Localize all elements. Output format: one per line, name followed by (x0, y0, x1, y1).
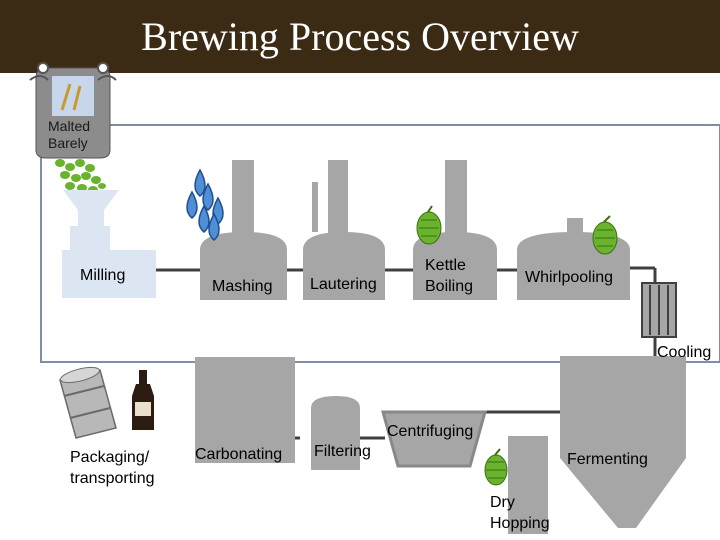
sack-icon (29, 62, 117, 159)
step-carbonating: Carbonating (195, 446, 283, 463)
heat-exchanger (641, 282, 677, 338)
malted-barley-label-line2: Barely (48, 135, 88, 151)
step-dry-hopping-line1: Dry (490, 494, 515, 511)
filter-vessel (311, 396, 360, 470)
dry-hopping-vessel (508, 436, 548, 534)
mash-tun (200, 160, 287, 300)
mill-hopper (63, 190, 119, 250)
step-lautering: Lautering (310, 276, 377, 293)
malted-barley-label-line1: Malted (48, 118, 91, 134)
step-dry-hopping-line2: Hopping (490, 515, 550, 532)
title-bar (0, 0, 720, 73)
wort-production-frame (40, 124, 720, 363)
hops-icon (592, 215, 618, 255)
bottle-icon (132, 370, 154, 430)
lauter-tun (303, 160, 385, 300)
grain-pellets-icon (55, 159, 106, 194)
step-milling: Milling (80, 267, 126, 284)
step-whirlpooling: Whirlpooling (525, 269, 614, 286)
keg-icon (59, 366, 117, 439)
mill-panel (62, 250, 156, 298)
page-title: Brewing Process Overview (141, 14, 579, 59)
hops-icon (416, 205, 442, 245)
water-drops-icon (186, 168, 224, 241)
centrifuge (381, 410, 487, 468)
step-packaging: Packaging/ transporting (70, 447, 155, 489)
step-packaging-line1: Packaging/ (70, 449, 150, 466)
step-dry-hopping: Dry Hopping (490, 492, 550, 534)
step-kettle-boiling-line1: Kettle (425, 257, 466, 274)
malted-barley-label: Malted Barely (48, 118, 90, 152)
step-centrifuging: Centrifuging (387, 423, 474, 440)
step-filtering: Filtering (314, 443, 371, 460)
step-cooling: Cooling (657, 344, 712, 361)
step-mashing: Mashing (212, 278, 273, 295)
step-fermenting: Fermenting (567, 451, 648, 468)
step-kettle-boiling-line2: Boiling (425, 278, 474, 295)
step-kettle-boiling: Kettle Boiling (425, 255, 473, 297)
hops-icon (484, 448, 508, 486)
step-packaging-line2: transporting (70, 470, 155, 487)
bright-tank (195, 357, 295, 463)
brew-kettle (413, 160, 497, 300)
fermenter (560, 356, 686, 528)
grain-icon (60, 83, 82, 111)
